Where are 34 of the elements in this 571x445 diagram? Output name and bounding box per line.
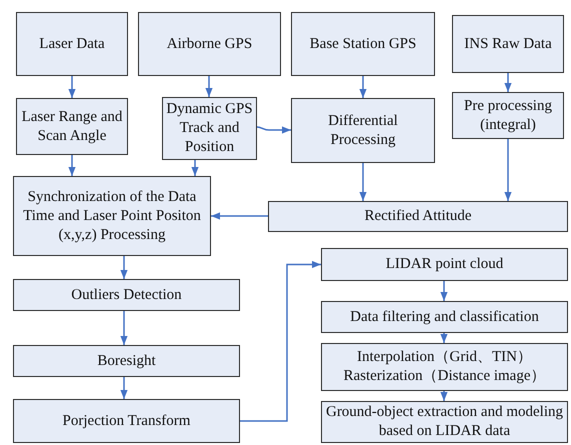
arrow <box>211 212 268 220</box>
process-box: Laser Range and Scan Angle <box>16 98 128 155</box>
arrow <box>120 311 128 345</box>
process-box: Dynamic GPS Track and Position <box>162 97 257 160</box>
process-box: Airborne GPS <box>138 12 281 76</box>
process-box: LIDAR point cloud <box>321 248 568 281</box>
arrow <box>256 126 291 134</box>
arrow <box>68 155 76 176</box>
arrow <box>504 139 512 201</box>
arrow <box>440 333 448 343</box>
process-box: Ground-object extraction and modeling based on LIDAR data <box>321 401 568 443</box>
arrow <box>504 73 512 92</box>
arrow <box>205 76 213 97</box>
process-box: Differential Processing <box>291 98 435 163</box>
arrow <box>240 260 321 422</box>
process-box: Data filtering and classification <box>321 301 568 333</box>
process-box: Rectified Attitude <box>268 201 568 232</box>
process-box: Synchronization of the Data Time and Laser Point Positon (x,y,z) Processing <box>13 176 211 256</box>
process-box: Interpolation（Grid、TIN） Rasterization（Distance image） <box>321 343 568 391</box>
arrow <box>359 163 367 201</box>
process-box: Pre processing (integral) <box>452 92 564 139</box>
arrow <box>68 76 76 98</box>
process-box: INS Raw Data <box>452 15 564 73</box>
arrow <box>191 160 199 176</box>
arrow <box>440 391 448 401</box>
arrow <box>359 76 367 98</box>
process-box: Porjection Transform <box>13 399 240 443</box>
arrow <box>120 377 128 399</box>
process-box: Boresight <box>13 345 240 377</box>
arrow <box>440 281 448 301</box>
process-box: Laser Data <box>16 12 128 76</box>
process-box: Outliers Detection <box>13 279 240 311</box>
arrow <box>120 256 128 279</box>
process-box: Base Station GPS <box>291 12 435 76</box>
